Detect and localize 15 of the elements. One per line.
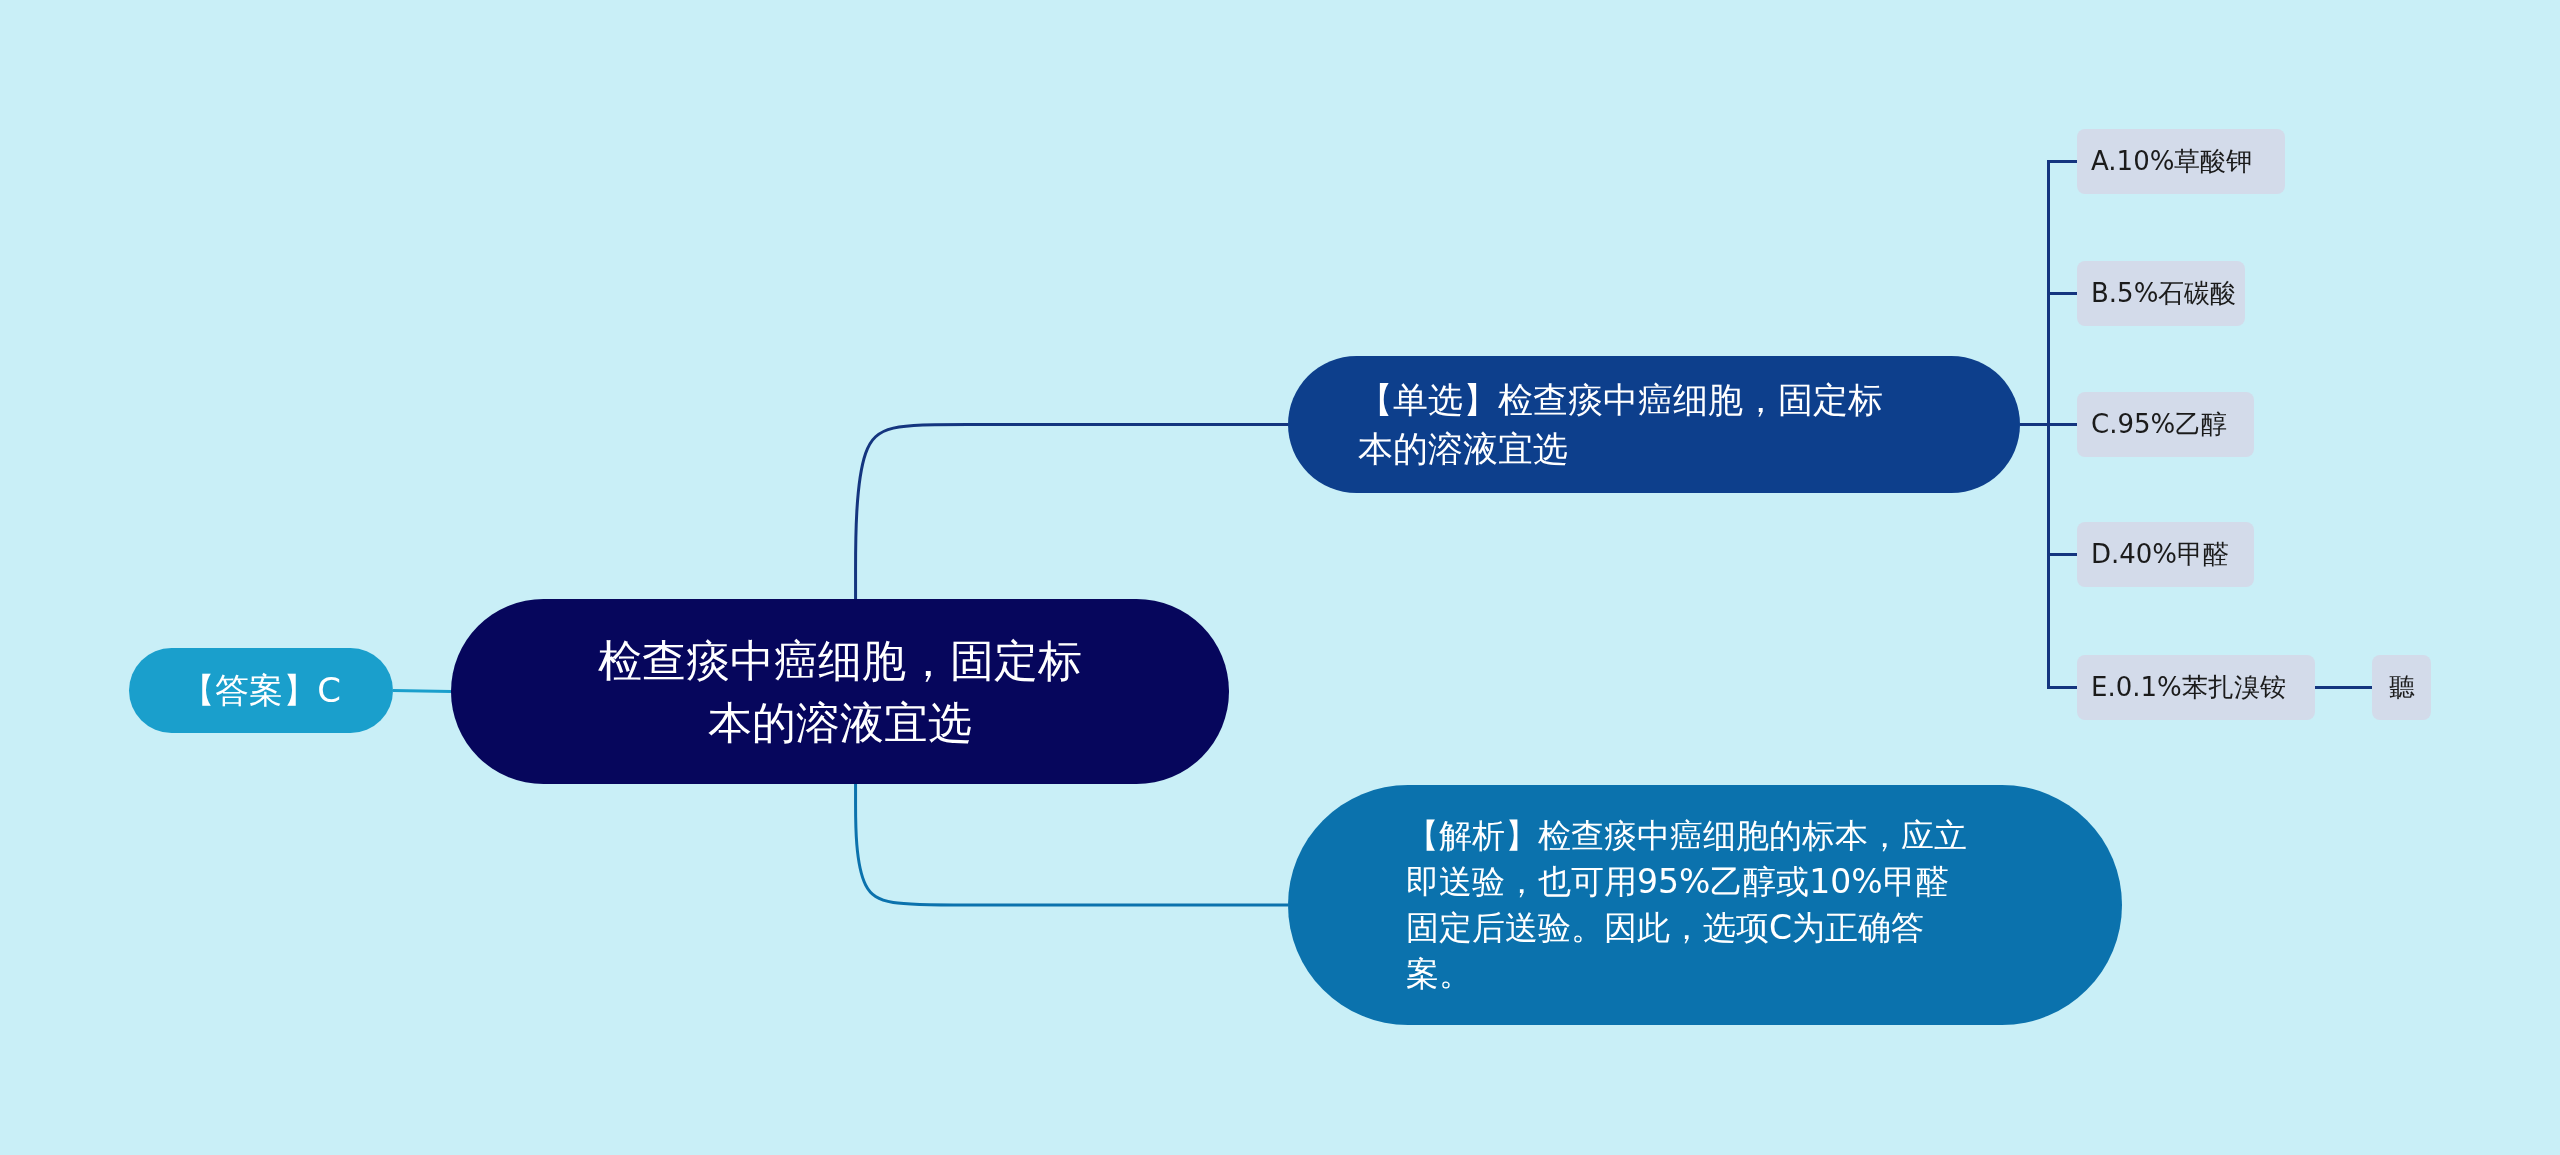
question-topic: 【单选】检查痰中癌细胞，固定标本的溶液宜选 <box>1288 356 2020 493</box>
connector-line <box>2020 423 2077 689</box>
answer-topic: 【答案】C <box>129 648 393 733</box>
option-topic: C.95%乙醇 <box>2077 392 2254 457</box>
connector-line <box>854 423 1288 599</box>
option-topic: E.0.1%苯扎溴铵 <box>2077 655 2315 720</box>
explanation-topic: 【解析】检查痰中癌细胞的标本，应立即送验，也可用95%乙醇或10%甲醛固定后送验。因此，选项C为正确答案。 <box>1288 785 2122 1025</box>
option-topic: D.40%甲醛 <box>2077 522 2254 587</box>
option-topic: A.10%草酸钾 <box>2077 129 2285 194</box>
option-topic: B.5%石碳酸 <box>2077 261 2245 326</box>
connector-line <box>854 784 1288 907</box>
sub-topic: 聽 <box>2372 655 2431 720</box>
central-topic: 检查痰中癌细胞，固定标本的溶液宜选 <box>451 599 1229 784</box>
connector-line <box>2315 686 2372 689</box>
connector-line <box>392 689 452 693</box>
